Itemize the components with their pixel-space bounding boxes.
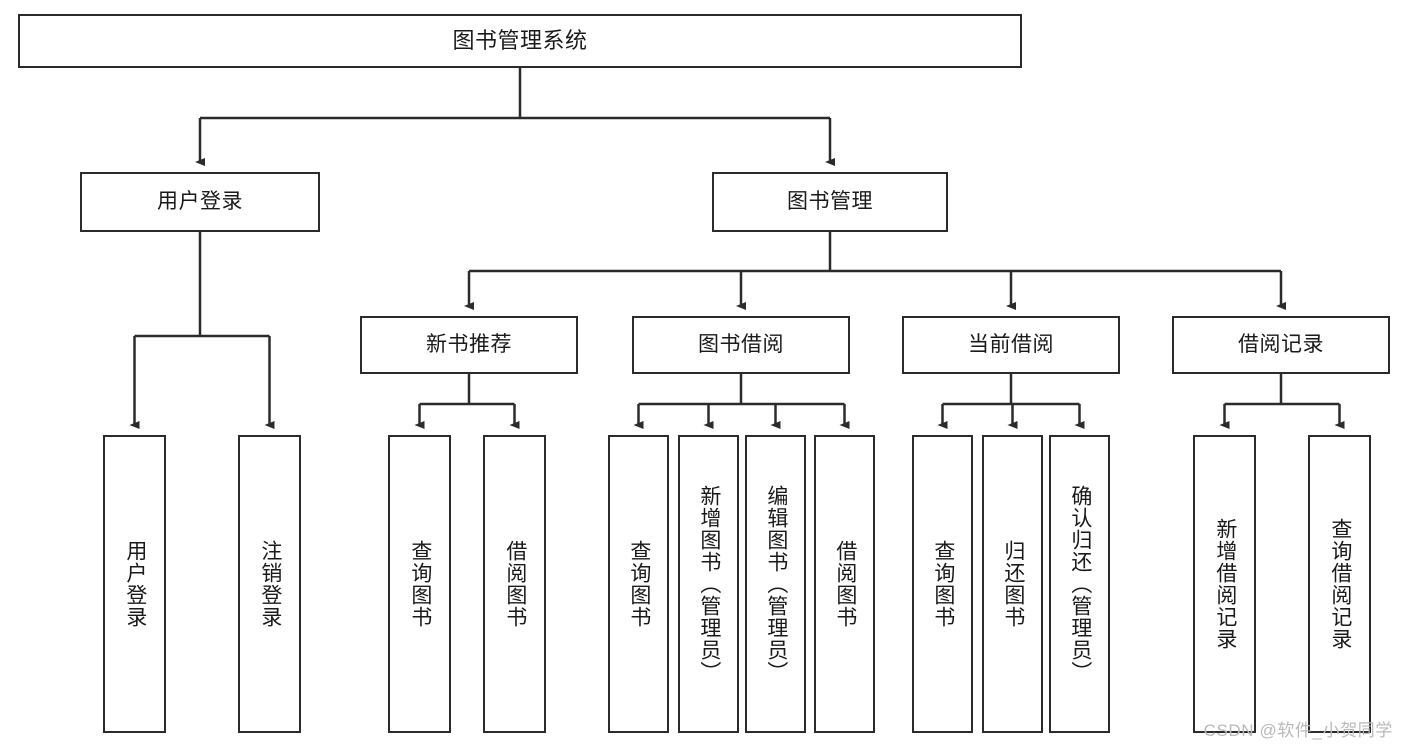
- node-label: 归还图书: [1001, 540, 1025, 628]
- node-leaf-bor-1[interactable]: 查询图书: [608, 435, 669, 733]
- node-label: 图书管理: [787, 190, 873, 214]
- node-label: 新增图书（管理员）: [697, 485, 721, 683]
- node-bookmgmt[interactable]: 图书管理: [712, 172, 948, 232]
- node-leaf-rec-2[interactable]: 查询借阅记录: [1308, 435, 1371, 733]
- node-label: 查询图书: [931, 540, 955, 628]
- node-current[interactable]: 当前借阅: [902, 316, 1120, 374]
- node-newbook[interactable]: 新书推荐: [360, 316, 578, 374]
- node-label: 用户登录: [123, 540, 147, 628]
- node-label: 用户登录: [157, 190, 243, 214]
- node-root[interactable]: 图书管理系统: [18, 14, 1022, 68]
- node-label: 查询借阅记录: [1328, 518, 1352, 650]
- node-label: 新增借阅记录: [1213, 518, 1237, 650]
- node-label: 图书借阅: [698, 333, 784, 357]
- node-label: 查询图书: [408, 540, 432, 628]
- node-leaf-rec-1[interactable]: 新增借阅记录: [1193, 435, 1256, 733]
- node-label: 借阅记录: [1238, 333, 1324, 357]
- node-label: 查询图书: [627, 540, 651, 628]
- node-leaf-bor-4[interactable]: 借阅图书: [814, 435, 875, 733]
- node-label: 编辑图书（管理员）: [764, 485, 788, 683]
- node-leaf-new-2[interactable]: 借阅图书: [483, 435, 546, 733]
- node-leaf-cur-3[interactable]: 确认归还（管理员）: [1049, 435, 1110, 733]
- node-leaf-login-1[interactable]: 用户登录: [103, 435, 166, 733]
- node-records[interactable]: 借阅记录: [1172, 316, 1390, 374]
- node-label: 当前借阅: [968, 333, 1054, 357]
- node-label: 新书推荐: [426, 333, 512, 357]
- node-leaf-bor-3[interactable]: 编辑图书（管理员）: [745, 435, 806, 733]
- node-leaf-new-1[interactable]: 查询图书: [388, 435, 451, 733]
- node-leaf-login-2[interactable]: 注销登录: [238, 435, 301, 733]
- node-borrow[interactable]: 图书借阅: [632, 316, 850, 374]
- node-leaf-cur-1[interactable]: 查询图书: [912, 435, 973, 733]
- node-leaf-bor-2[interactable]: 新增图书（管理员）: [678, 435, 739, 733]
- node-leaf-cur-2[interactable]: 归还图书: [982, 435, 1043, 733]
- node-label: 借阅图书: [833, 540, 857, 628]
- node-label: 注销登录: [258, 540, 282, 628]
- node-login[interactable]: 用户登录: [80, 172, 320, 232]
- node-label: 借阅图书: [503, 540, 527, 628]
- node-label: 图书管理系统: [452, 27, 588, 53]
- node-label: 确认归还（管理员）: [1068, 485, 1092, 683]
